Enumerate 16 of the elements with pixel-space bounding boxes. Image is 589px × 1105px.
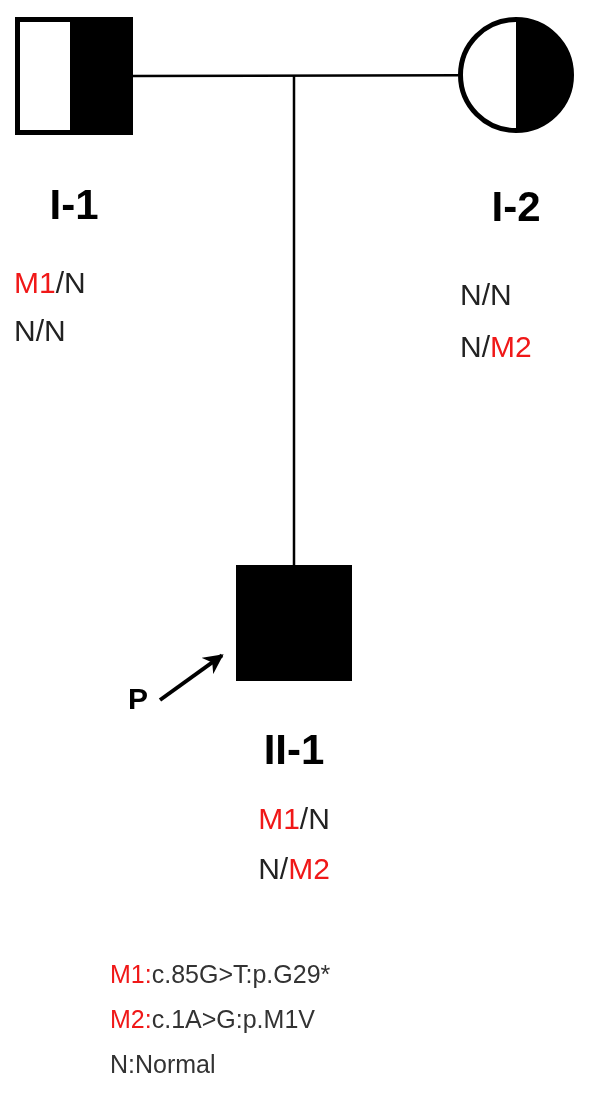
genotype: M1/N bbox=[257, 804, 331, 834]
genotype: N/M2 bbox=[257, 854, 331, 884]
genotype: M1/N bbox=[14, 268, 86, 298]
genotype: N/M2 bbox=[460, 332, 532, 362]
mutation-legend-note: M2:c.1A>G:p.M1V bbox=[110, 1007, 315, 1032]
mutation-legend-note: M1:c.85G>T:p.G29* bbox=[110, 962, 331, 987]
descent-line bbox=[292, 76, 296, 565]
individual-id: I-2 bbox=[490, 186, 542, 228]
genotype: N/N bbox=[460, 280, 512, 310]
individual-id: II-1 bbox=[262, 729, 326, 771]
mutation-legend-note: N:Normal bbox=[110, 1052, 216, 1077]
genotype: N/N bbox=[14, 316, 66, 346]
proband-arrow bbox=[158, 653, 224, 702]
mating-line bbox=[133, 73, 458, 78]
individual-id: I-1 bbox=[48, 184, 100, 226]
proband-marker: P bbox=[128, 684, 148, 714]
